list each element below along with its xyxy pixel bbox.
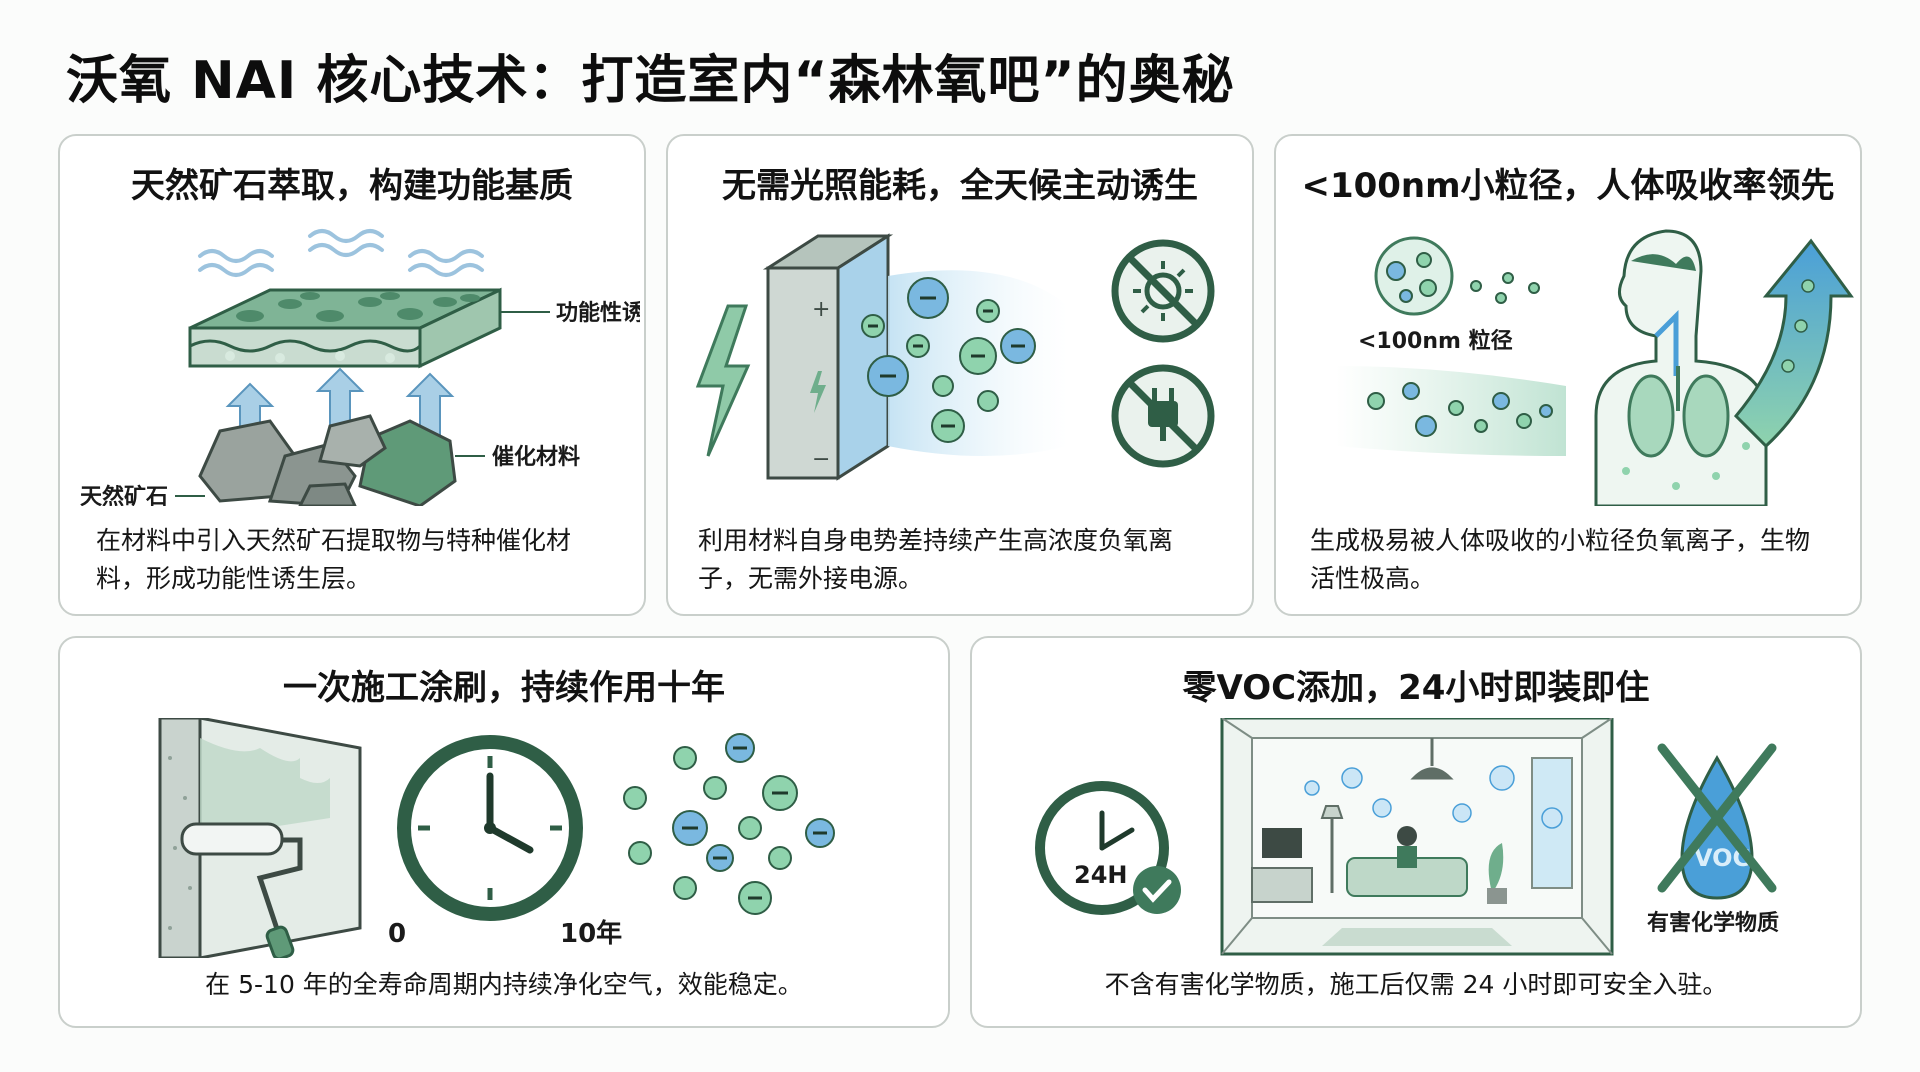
timeline-start-label: 0 <box>388 919 406 949</box>
ion-particles <box>623 733 835 915</box>
paint-roller-icon <box>180 822 303 958</box>
card-description: 生成极易被人体吸收的小粒径负氧离子，生物活性极高。 <box>1310 526 1811 593</box>
harmful-chemicals-label: 有害化学物质 <box>1647 910 1779 936</box>
card-description: 在 5-10 年的全寿命周期内持续净化空气，效能稳定。 <box>205 970 803 999</box>
no-power-plug-icon <box>1111 364 1215 468</box>
body-absorption-illustration: <100nm 粒径 <box>1336 229 1854 506</box>
card-zero-voc: 零VOC添加，24小时即装即住 24H <box>970 636 1862 1028</box>
ion-particles <box>1367 382 1553 437</box>
up-arrow-icon <box>225 367 455 447</box>
lightning-icon <box>695 304 751 457</box>
particle-size-label: <100nm 粒径 <box>1358 328 1513 354</box>
card-small-particle: <100nm小粒径，人体吸收率领先 <100nm 粒径 <box>1274 134 1862 616</box>
svg-text:−: − <box>812 447 830 472</box>
no-sunlight-icon <box>1111 239 1215 343</box>
card-no-light: 无需光照能耗，全天候主动诱生 + − <box>666 134 1254 616</box>
card-title: 一次施工涂刷，持续作用十年 <box>283 668 725 708</box>
ore-layer-illustration: 功能性诱生层 催化材料 天然矿石 <box>80 229 640 506</box>
human-body-icon <box>1594 229 1768 506</box>
durability-illustration: 0 10年 <box>158 718 835 958</box>
safe-room-illustration: 24H <box>1035 718 1779 956</box>
particle-magnifier-icon <box>1374 236 1454 316</box>
card-title: 零VOC添加，24小时即装即住 <box>1182 668 1650 708</box>
heat-wave-icon <box>198 229 484 277</box>
ore-rocks <box>198 414 457 506</box>
svg-text:+: + <box>812 297 830 322</box>
card-title: <100nm小粒径，人体吸收率领先 <box>1301 166 1835 206</box>
card-ten-years: 一次施工涂刷，持续作用十年 0 10年 <box>58 636 950 1028</box>
panel-ion-illustration: + − <box>695 233 1215 481</box>
layer-label: 功能性诱生层 <box>556 300 640 326</box>
clock-icon <box>397 735 583 921</box>
check-icon <box>1133 866 1181 914</box>
rising-arrow-icon <box>1733 238 1854 449</box>
voc-prohibited-icon: VOC <box>1657 743 1777 900</box>
catalyst-label: 催化材料 <box>492 444 580 470</box>
functional-layer-slab <box>188 287 502 369</box>
hours-label: 24H <box>1074 861 1127 889</box>
card-description: 在材料中引入天然矿石提取物与特种催化材料，形成功能性诱生层。 <box>96 526 572 593</box>
card-title: 无需光照能耗，全天候主动诱生 <box>722 166 1198 206</box>
clock-24h-icon: 24H <box>1035 781 1169 915</box>
page-title: 沃氧 NAI 核心技术：打造室内“森林氧吧”的奥秘 <box>66 51 1235 111</box>
card-description: 利用材料自身电势差持续产生高浓度负氧离子，无需外接电源。 <box>698 526 1174 593</box>
timeline-end-label: 10年 <box>560 918 622 949</box>
card-description: 不含有害化学物质，施工后仅需 24 小时即可安全入驻。 <box>1104 970 1728 999</box>
card-natural-ore: 天然矿石萃取，构建功能基质 功能性诱生层 <box>58 134 646 616</box>
card-title: 天然矿石萃取，构建功能基质 <box>131 166 573 206</box>
ore-label: 天然矿石 <box>80 484 168 506</box>
room-scene <box>1220 718 1614 956</box>
